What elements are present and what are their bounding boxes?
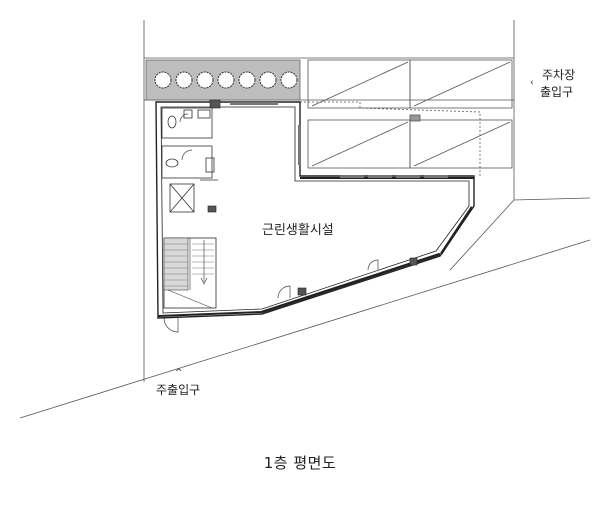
shrub-1	[154, 71, 172, 89]
parking-entrance-line1: 주차장	[542, 68, 576, 82]
shrub-2	[175, 71, 193, 89]
shrub-7	[280, 71, 298, 89]
parking-entrance-line2: 출입구	[540, 85, 574, 99]
room-label: 근린생활시설	[262, 223, 334, 238]
main-entrance-label: 주출입구	[156, 383, 201, 397]
shrub-6	[259, 71, 277, 89]
core-rooms	[161, 107, 218, 213]
parking-entrance-label: 주차장 출입구	[540, 67, 576, 101]
parking-entrance-arrow-icon: ‹	[530, 78, 534, 88]
planting-strip	[145, 59, 301, 101]
shrub-5	[238, 71, 256, 89]
columns	[207, 99, 418, 296]
window-marks	[230, 102, 448, 178]
parking-bays	[300, 59, 513, 176]
shrub-4	[217, 71, 235, 89]
building-walls	[155, 101, 475, 319]
main-entrance-arrow-icon: ^	[175, 368, 183, 378]
plan-caption: 1층 평면도	[263, 454, 337, 472]
shrub-3	[196, 71, 214, 89]
stair	[163, 237, 217, 309]
door-swings	[163, 113, 379, 333]
